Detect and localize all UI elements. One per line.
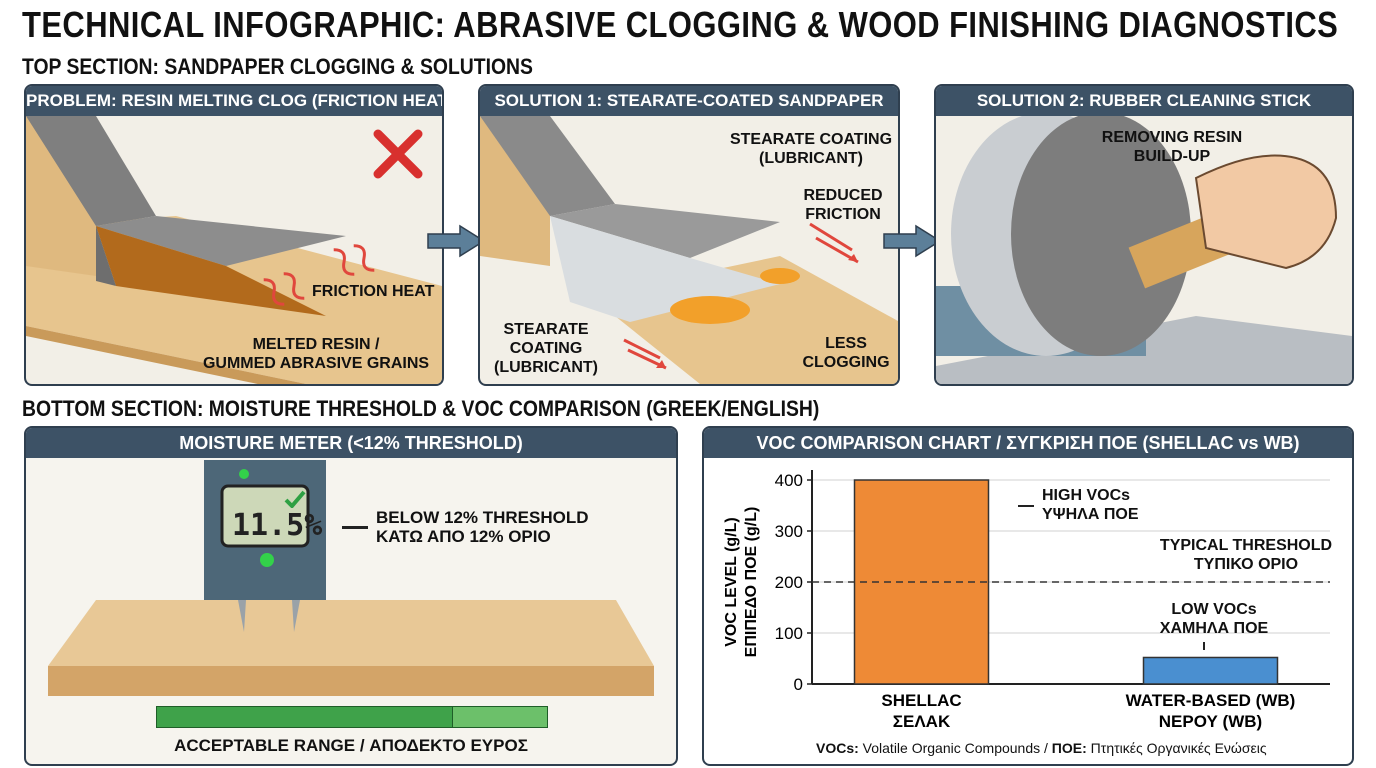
acceptable-range-bar-upper bbox=[452, 706, 548, 728]
friction-heat-label: FRICTION HEAT bbox=[312, 283, 435, 300]
wood-board-illustration bbox=[48, 460, 654, 696]
check-mark-icon bbox=[284, 490, 306, 509]
stearate-coating-label-top: STEARATE COATING (LUBRICANT) bbox=[729, 131, 893, 167]
y-tick-label: 100 bbox=[775, 624, 803, 643]
x-tick-label: ΝΕΡΟΥ (WB) bbox=[1159, 712, 1262, 731]
threshold-leader-line bbox=[342, 526, 368, 529]
y-axis-label: VOC LEVEL (g/L) bbox=[723, 517, 740, 646]
arrow-right-icon-2 bbox=[882, 224, 942, 258]
problem-panel: PROBLEM: RESIN MELTING CLOG (FRICTION HE… bbox=[24, 84, 444, 386]
x-tick-label: SHELLAC bbox=[881, 691, 961, 710]
voc-footnote: VOCs: Volatile Organic Compounds / ΠΟΕ: … bbox=[816, 740, 1267, 756]
x-mark-icon bbox=[370, 126, 426, 182]
reduced-friction-arrows-icon bbox=[806, 220, 866, 266]
acceptable-range-bar bbox=[156, 706, 454, 728]
low-vocs-label: LOW VOCs ΧΑΜΗΛΑ ΠΟΕ bbox=[1159, 601, 1269, 637]
reduced-friction-label: REDUCED FRICTION bbox=[803, 187, 883, 223]
y-tick-label: 400 bbox=[775, 471, 803, 490]
friction-heat-waves-icon bbox=[254, 236, 394, 306]
cleaning-stick-panel-header: SOLUTION 2: RUBBER CLEANING STICK bbox=[936, 86, 1352, 116]
reduced-friction-arrows-icon-2 bbox=[622, 336, 672, 372]
problem-panel-header: PROBLEM: RESIN MELTING CLOG (FRICTION HE… bbox=[26, 86, 442, 116]
stearate-panel-header: SOLUTION 1: STEARATE-COATED SANDPAPER bbox=[480, 86, 898, 116]
acceptable-range-label: ACCEPTABLE RANGE / ΑΠΟΔΕΚΤΟ ΕΥΡΟΣ bbox=[174, 736, 528, 755]
stearate-solution-panel: SOLUTION 1: STEARATE-COATED SANDPAPER ST… bbox=[478, 84, 900, 386]
melted-resin-label: MELTED RESIN / GUMMED ABRASIVE GRAINS bbox=[202, 336, 430, 372]
y-tick-label: 200 bbox=[775, 573, 803, 592]
y-axis-label: ΕΠΙΠΕΔΟ ΠΟΕ (g/L) bbox=[743, 507, 760, 658]
sanding-disc-machine-illustration bbox=[936, 116, 1352, 384]
cleaning-stick-panel: SOLUTION 2: RUBBER CLEANING STICK REMOVI… bbox=[934, 84, 1354, 386]
stearate-coating-label-bottom: STEARATE COATING (LUBRICANT) bbox=[494, 321, 598, 376]
removing-resin-label: REMOVING RESIN BUILD-UP bbox=[1101, 129, 1243, 165]
stearate-sandpaper-illustration bbox=[480, 116, 898, 384]
voc-chart-panel: VOC COMPARISON CHART / ΣΥΓΚΡΙΣΗ ΠΟΕ (SHE… bbox=[702, 426, 1354, 766]
page-title: TECHNICAL INFOGRAPHIC: ABRASIVE CLOGGING… bbox=[22, 4, 1339, 45]
x-tick-label: ΣΕΛΑΚ bbox=[893, 712, 951, 731]
arrow-right-icon bbox=[426, 224, 486, 258]
threshold-annotation: TYPICAL THRESHOLD ΤΥΠΙΚΟ ΟΡΙΟ bbox=[1159, 537, 1333, 573]
top-section-heading: TOP SECTION: SANDPAPER CLOGGING & SOLUTI… bbox=[22, 54, 533, 79]
clogged-sandpaper-illustration bbox=[26, 116, 442, 384]
high-vocs-label: HIGH VOCs ΥΨΗΛΑ ΠΟΕ bbox=[1042, 487, 1139, 523]
bar-1 bbox=[1142, 656, 1279, 685]
moisture-meter-panel: MOISTURE METER (<12% THRESHOLD) 11.5% BE… bbox=[24, 426, 678, 766]
x-tick-label: WATER-BASED (WB) bbox=[1126, 691, 1296, 710]
below-threshold-label: BELOW 12% THRESHOLD ΚΑΤΩ ΑΠΟ 12% ΟΡΙΟ bbox=[376, 508, 589, 546]
moisture-panel-header: MOISTURE METER (<12% THRESHOLD) bbox=[26, 428, 676, 458]
meter-reading: 11.5% bbox=[232, 508, 323, 543]
bottom-section-heading: BOTTOM SECTION: MOISTURE THRESHOLD & VOC… bbox=[22, 396, 820, 421]
y-tick-label: 0 bbox=[794, 675, 803, 694]
less-clogging-label: LESS CLOGGING bbox=[802, 335, 890, 371]
y-tick-label: 300 bbox=[775, 522, 803, 541]
voc-panel-header: VOC COMPARISON CHART / ΣΥΓΚΡΙΣΗ ΠΟΕ (SHE… bbox=[704, 428, 1352, 458]
